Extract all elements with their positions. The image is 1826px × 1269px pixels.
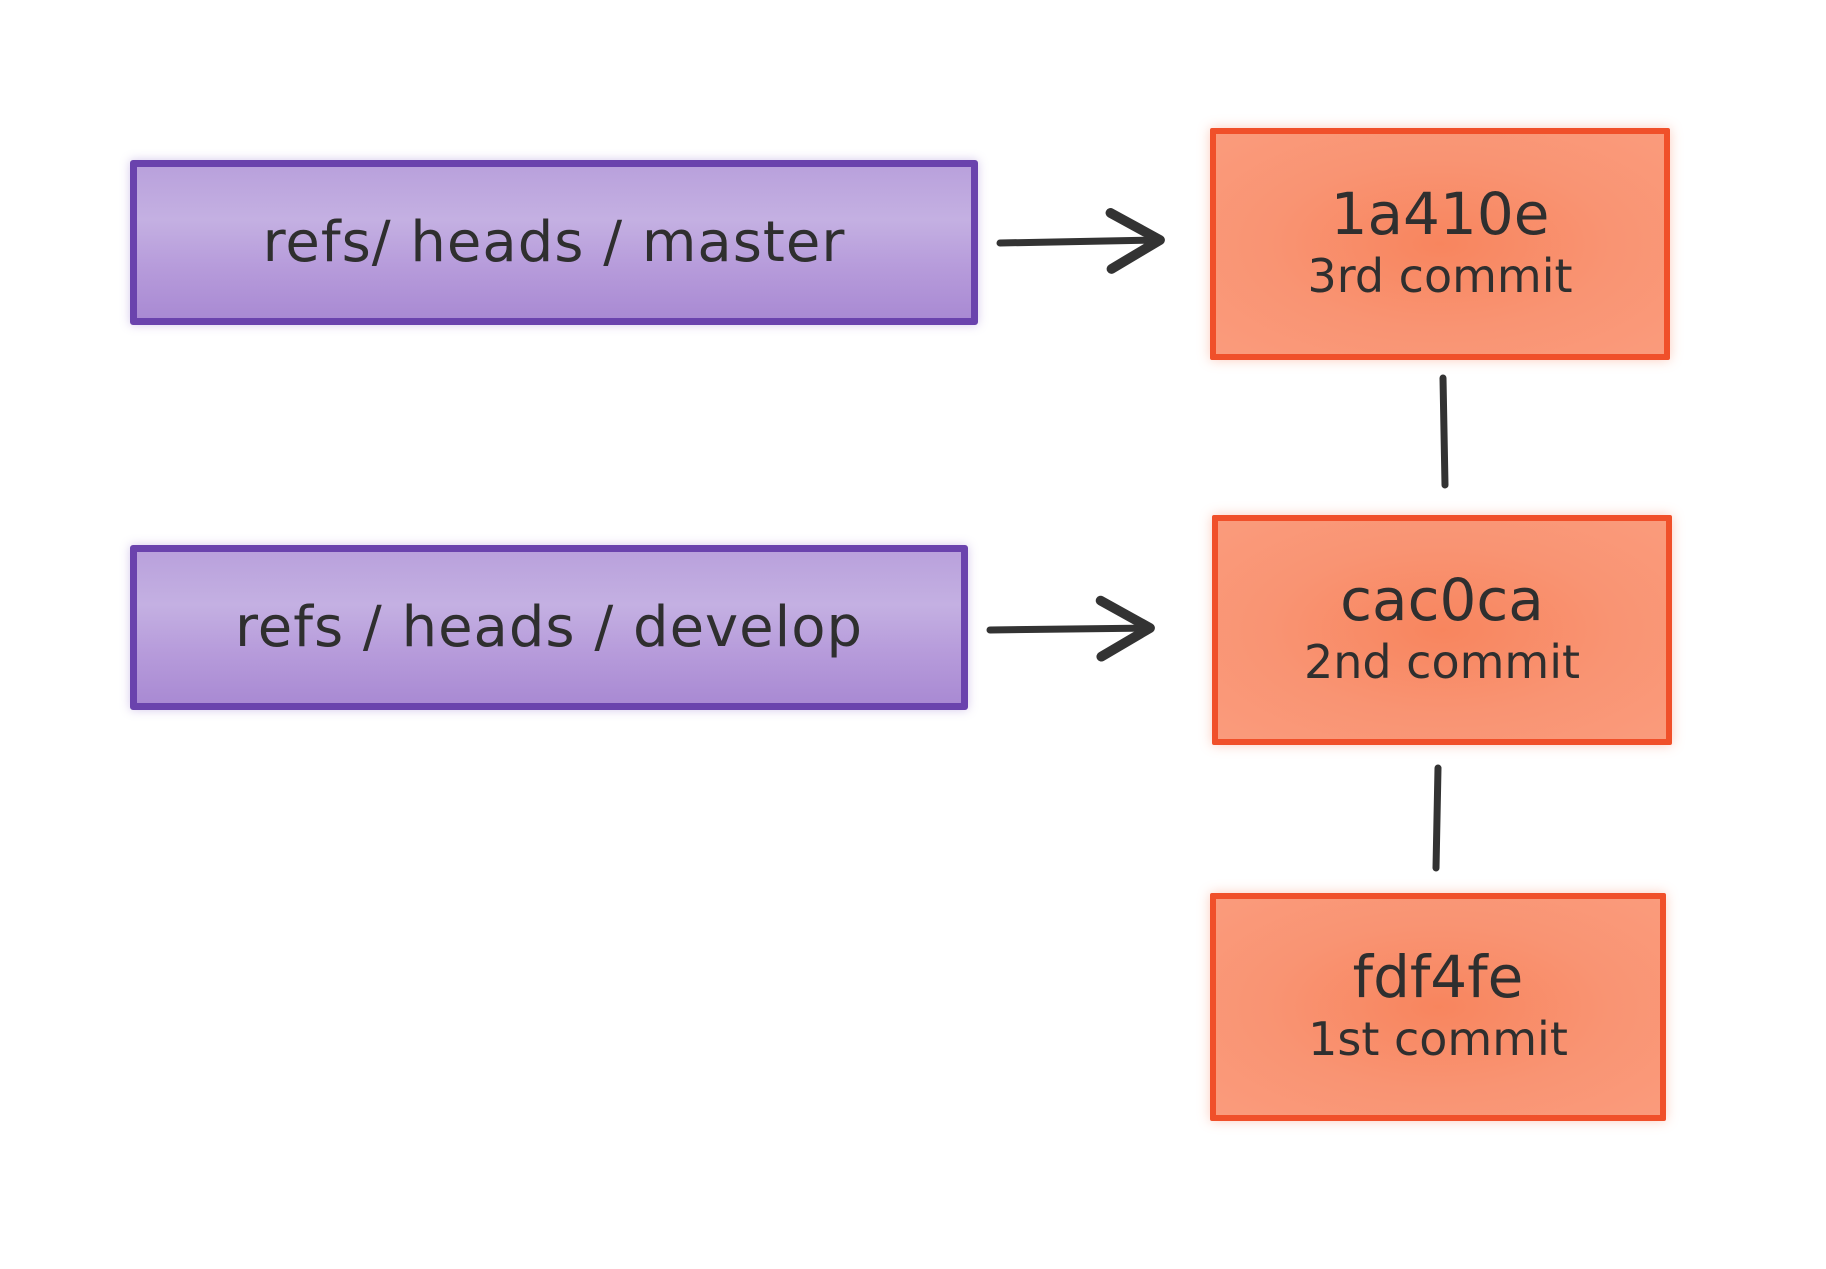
commit-message: 2nd commit [1303, 635, 1581, 690]
commit-message: 3rd commit [1307, 249, 1573, 304]
commit-box-3rd: 1a410e 3rd commit [1210, 128, 1670, 360]
ref-develop-box: refs / heads / develop [130, 545, 968, 710]
commit-hash: cac0ca [1340, 565, 1544, 634]
ref-develop-label: refs / heads / develop [234, 595, 864, 660]
ref-master-label: refs/ heads / master [262, 210, 846, 275]
commit-hash: fdf4fe [1352, 942, 1524, 1011]
commit-hash: 1a410e [1330, 179, 1550, 248]
arrow-master-to-commit [996, 208, 1165, 274]
ref-master-box: refs/ heads / master [130, 160, 978, 325]
commit-message: 1st commit [1308, 1012, 1568, 1067]
arrow-develop-to-commit [986, 595, 1155, 662]
commit-box-1st: fdf4fe 1st commit [1210, 893, 1666, 1121]
parent-link-3rd-to-2nd [1439, 374, 1449, 489]
parent-link-2nd-to-1st [1432, 764, 1442, 872]
commit-box-2nd: cac0ca 2nd commit [1212, 515, 1672, 745]
